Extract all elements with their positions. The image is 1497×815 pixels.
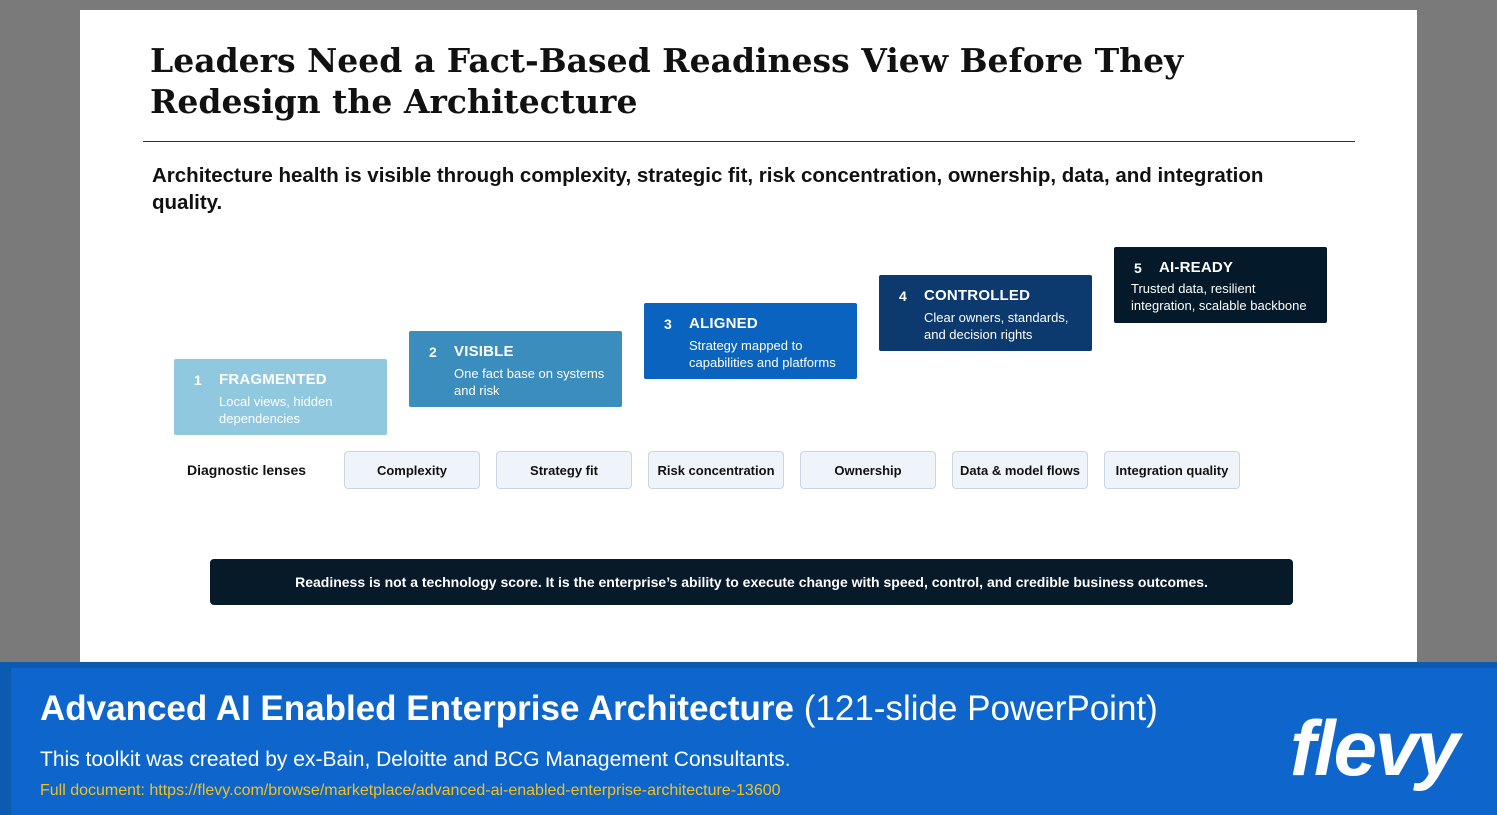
step-title: CONTROLLED (924, 287, 1031, 304)
step-title: VISIBLE (454, 343, 514, 360)
maturity-step-fragmented: 1 FRAGMENTED Local views, hidden depende… (174, 359, 387, 435)
maturity-step-controlled: 4 CONTROLLED Clear owners, standards, an… (879, 275, 1092, 351)
lens-chip: Ownership (800, 451, 936, 489)
step-description: Local views, hidden dependencies (219, 394, 333, 426)
step-title: FRAGMENTED (219, 371, 327, 388)
step-title: AI-READY (1159, 259, 1234, 276)
banner-title-main: Advanced AI Enabled Enterprise Architect… (40, 689, 795, 728)
lens-chip: Complexity (344, 451, 480, 489)
step-description: Clear owners, standards, and decision ri… (924, 310, 1069, 342)
banner-subtitle: This toolkit was created by ex-Bain, Del… (40, 748, 791, 771)
step-number: 5 (1134, 260, 1142, 276)
title-divider (143, 141, 1355, 142)
banner-title: Advanced AI Enabled Enterprise Architect… (40, 689, 1158, 729)
lens-chip: Data & model flows (952, 451, 1088, 489)
maturity-step-ai-ready: 5 AI-READY Trusted data, resilient integ… (1114, 247, 1327, 323)
lens-chip: Integration quality (1104, 451, 1240, 489)
slide: Leaders Need a Fact-Based Readiness View… (80, 10, 1417, 662)
step-description: Trusted data, resilient integration, sca… (1131, 281, 1307, 313)
promo-banner-panel (11, 668, 1497, 815)
flevy-logo[interactable]: flevy (1290, 704, 1460, 792)
promo-banner (0, 662, 1497, 815)
lens-chip: Strategy fit (496, 451, 632, 489)
readiness-callout: Readiness is not a technology score. It … (210, 559, 1293, 605)
slide-subtitle: Architecture health is visible through c… (152, 164, 1264, 214)
step-number: 4 (899, 288, 907, 304)
slide-title: Leaders Need a Fact-Based Readiness View… (150, 41, 1184, 121)
step-title: ALIGNED (689, 315, 758, 332)
step-description: One fact base on systems and risk (454, 366, 605, 398)
step-number: 3 (664, 316, 672, 332)
maturity-step-visible: 2 VISIBLE One fact base on systems and r… (409, 331, 622, 407)
full-document-link[interactable]: Full document: https://flevy.com/browse/… (40, 782, 781, 799)
step-description: Strategy mapped to capabilities and plat… (689, 338, 836, 370)
step-number: 1 (194, 372, 202, 388)
maturity-step-aligned: 3 ALIGNED Strategy mapped to capabilitie… (644, 303, 857, 379)
step-number: 2 (429, 344, 437, 360)
lens-chip: Risk concentration (648, 451, 784, 489)
banner-title-count: (121-slide PowerPoint) (803, 689, 1158, 728)
diagnostic-lenses-label: Diagnostic lenses (187, 462, 307, 478)
